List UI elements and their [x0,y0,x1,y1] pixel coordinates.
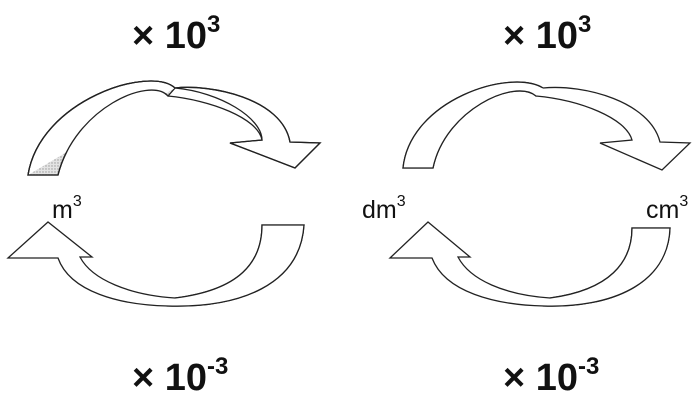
factor-label-bottom-right: × 10-3 [503,353,599,399]
arrow-m3-to-dm3 [27,80,322,176]
arrow-dm3-to-cm3 [402,81,692,171]
arrow-dm3-to-m3 [6,221,305,307]
unit-label-m3: m3 [52,193,82,224]
unit-label-cm3: cm3 [646,193,688,224]
factor-label-top-left: × 103 [132,11,220,57]
arrow-cm3-to-dm3 [388,221,671,307]
unit-label-dm3: dm3 [362,193,406,224]
factor-label-top-right: × 103 [503,11,591,57]
factor-label-bottom-left: × 10-3 [132,353,228,399]
